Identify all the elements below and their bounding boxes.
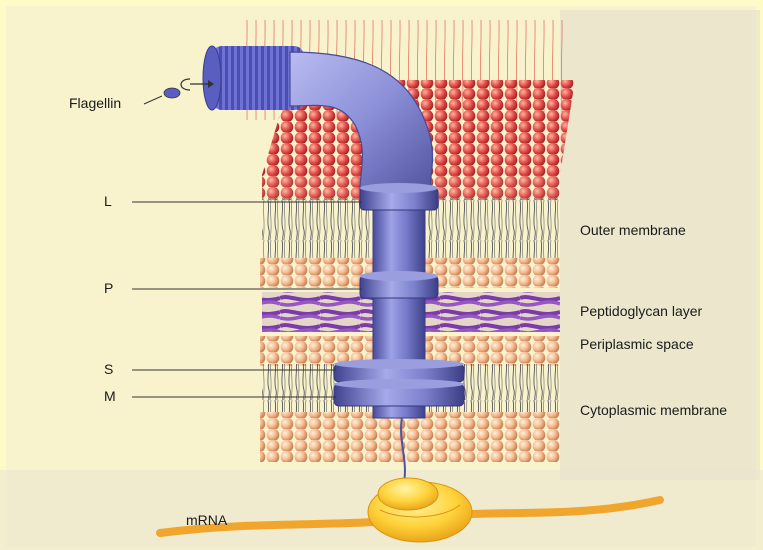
label-peptidoglycan-layer: Peptidoglycan layer — [580, 303, 702, 319]
flagellar-filament — [203, 46, 304, 110]
label-outer-membrane: Outer membrane — [580, 222, 686, 238]
label-flagellin: Flagellin — [69, 95, 121, 111]
label-periplasmic-space: Periplasmic space — [580, 336, 694, 352]
s-ring — [334, 359, 464, 382]
m-ring — [334, 379, 464, 406]
l-ring — [360, 183, 438, 210]
label-mrna: mRNA — [186, 512, 227, 528]
label-p-ring: P — [104, 280, 113, 296]
label-cytoplasmic-membrane: Cytoplasmic membrane — [580, 402, 727, 418]
label-l-ring: L — [104, 193, 112, 209]
label-s-ring: S — [104, 361, 113, 377]
label-m-ring: M — [104, 388, 116, 404]
p-ring — [360, 271, 438, 298]
